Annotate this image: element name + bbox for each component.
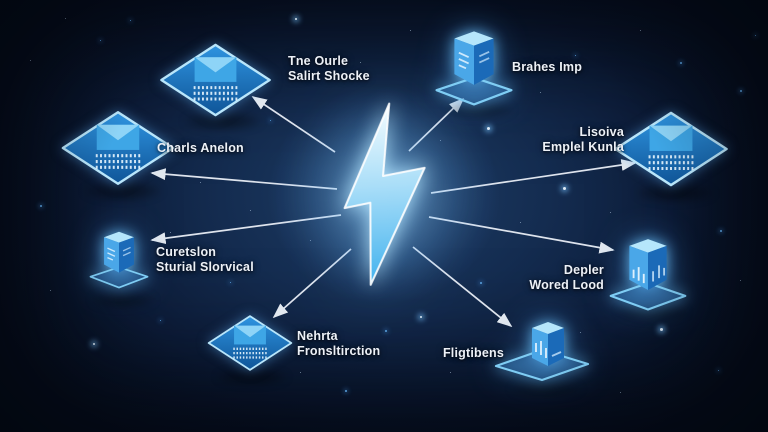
- node-label: Charls Anelon: [157, 141, 244, 156]
- label-line: Sturial Slorvical: [156, 260, 254, 274]
- server-cube-icon: [435, 31, 513, 106]
- label-line: Salirt Shocke: [288, 69, 370, 83]
- label-line: Curetslon: [156, 245, 217, 259]
- chart-cube-icon: [609, 239, 687, 311]
- node-label: Curetslon Sturial Slorvical: [156, 245, 254, 275]
- label-line: Wored Lood: [529, 278, 604, 292]
- lightning-bolt-icon: [331, 100, 437, 291]
- envelope-diamond-icon: [160, 43, 271, 117]
- label-line: Fronsltirction: [297, 344, 381, 358]
- server-cube-icon: [89, 231, 149, 289]
- node-label: Nehrta Fronsltirction: [297, 329, 380, 359]
- label-line: Nehrta: [297, 329, 338, 343]
- label-line: Emplel Kunla: [542, 140, 624, 154]
- chart-box-icon: [494, 322, 590, 382]
- node-label: Lisoiva Emplel Kunla: [540, 125, 624, 155]
- node-label: Fligtibens: [432, 346, 504, 361]
- label-line: Tne Ourle: [288, 54, 349, 68]
- node-label: Tne Ourle Salirt Shocke: [288, 54, 370, 84]
- node-label: Depler Wored Lood: [528, 263, 604, 293]
- label-line: Brahes Imp: [512, 60, 583, 74]
- label-line: Charls Anelon: [157, 141, 244, 155]
- envelope-diamond-icon: [614, 111, 728, 187]
- envelope-diamond-icon: [207, 315, 293, 371]
- label-line: Depler: [563, 263, 604, 277]
- node-label: Brahes Imp: [512, 60, 582, 75]
- label-line: Fligtibens: [442, 346, 504, 360]
- label-line: Lisoiva: [579, 125, 624, 139]
